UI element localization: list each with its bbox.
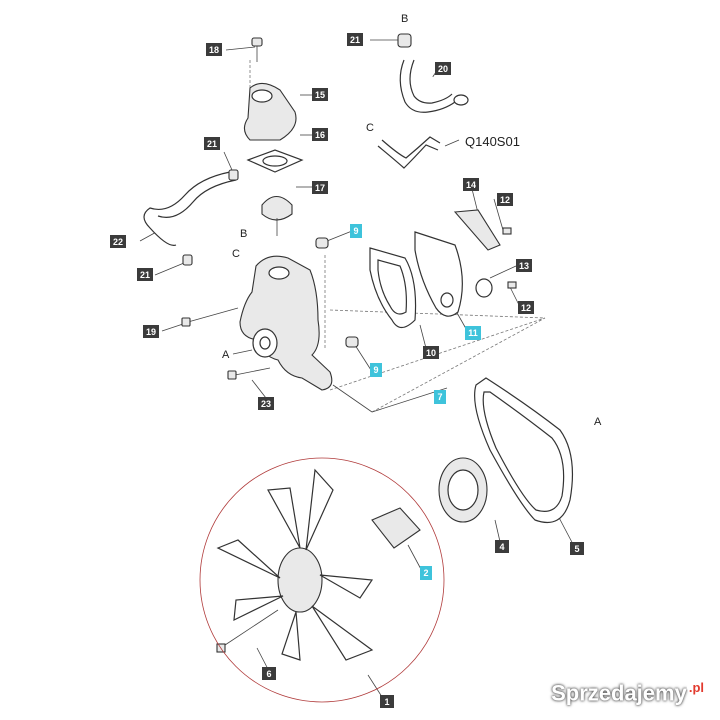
callout-4: 4 — [495, 540, 509, 553]
callout-19: 19 — [143, 325, 159, 338]
svg-text:1: 1 — [384, 697, 389, 707]
svg-text:2: 2 — [423, 568, 428, 578]
svg-text:6: 6 — [266, 669, 271, 679]
svg-text:23: 23 — [261, 399, 271, 409]
watermark-suffix: .pl — [686, 679, 706, 695]
svg-text:12: 12 — [500, 195, 510, 205]
callout-21-a: 21 — [204, 137, 220, 150]
callout-20: 20 — [435, 62, 451, 75]
callout-22: 22 — [110, 235, 126, 248]
svg-text:15: 15 — [315, 90, 325, 100]
callout-23: 23 — [258, 397, 274, 410]
svg-text:16: 16 — [315, 130, 325, 140]
callout-9-b: 9 — [370, 363, 382, 377]
connection-letters: B C B C A A Q140S01 — [222, 13, 602, 428]
svg-text:5: 5 — [574, 544, 579, 554]
letter-b-pump: B — [240, 228, 247, 240]
svg-text:19: 19 — [146, 327, 156, 337]
callouts-dark: 18 15 16 21 17 22 21 19 23 21 20 14 12 1… — [110, 33, 584, 708]
svg-text:21: 21 — [140, 270, 150, 280]
callout-13: 13 — [516, 259, 532, 272]
letter-a-belt: A — [594, 416, 602, 428]
svg-text:14: 14 — [466, 180, 476, 190]
callout-7: 7 — [434, 390, 446, 404]
letter-c-pump: C — [232, 248, 240, 260]
svg-text:13: 13 — [519, 261, 529, 271]
svg-text:11: 11 — [468, 328, 478, 338]
svg-text:10: 10 — [426, 348, 436, 358]
callout-6: 6 — [262, 667, 276, 680]
callout-14: 14 — [463, 178, 479, 191]
watermark-text: Sprzedajemy — [551, 680, 687, 705]
callout-17: 17 — [312, 181, 328, 194]
callout-15: 15 — [312, 88, 328, 101]
callout-11: 11 — [465, 326, 481, 340]
callout-9-a: 9 — [350, 224, 362, 238]
callout-12-a: 12 — [497, 193, 513, 206]
svg-text:17: 17 — [315, 183, 325, 193]
watermark-logo: Sprzedajemy.pl — [551, 679, 706, 706]
callout-21-c: 21 — [347, 33, 363, 46]
svg-text:4: 4 — [499, 542, 504, 552]
letter-c-top: C — [366, 122, 374, 134]
svg-text:22: 22 — [113, 237, 123, 247]
code-label: Q140S01 — [465, 134, 520, 149]
svg-text:7: 7 — [437, 392, 442, 402]
callouts-cyan: 9 11 9 7 2 — [350, 224, 481, 580]
letter-b-top: B — [401, 13, 408, 25]
svg-text:21: 21 — [207, 139, 217, 149]
svg-text:18: 18 — [209, 45, 219, 55]
callout-16: 16 — [312, 128, 328, 141]
callout-10: 10 — [423, 346, 439, 359]
callout-21-b: 21 — [137, 268, 153, 281]
letter-a-pump: A — [222, 349, 230, 361]
svg-text:20: 20 — [438, 64, 448, 74]
callout-2: 2 — [420, 566, 432, 580]
callout-12-b: 12 — [518, 301, 534, 314]
svg-text:21: 21 — [350, 35, 360, 45]
svg-text:12: 12 — [521, 303, 531, 313]
callout-1: 1 — [380, 695, 394, 708]
part-shapes — [143, 33, 574, 661]
callout-18: 18 — [206, 43, 222, 56]
svg-text:9: 9 — [353, 226, 358, 236]
svg-text:9: 9 — [373, 365, 378, 375]
callout-5: 5 — [570, 542, 584, 555]
fan-assembly-circle — [199, 457, 445, 703]
